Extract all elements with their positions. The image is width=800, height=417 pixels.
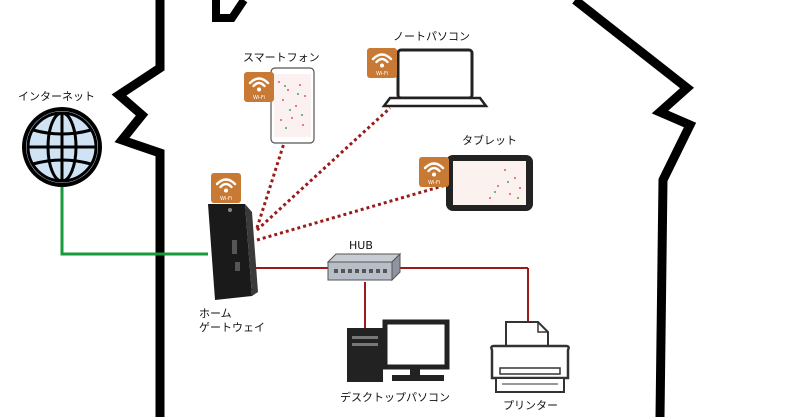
label-smartphone: スマートフォン: [243, 51, 320, 64]
wifi-badge-text: Wi-Fi: [253, 95, 265, 101]
hub-icon: [326, 252, 402, 282]
wifi-icon: [248, 77, 270, 92]
wifi-icon: [423, 162, 445, 177]
house-outline-right: [572, 0, 697, 417]
smartphone-icon: [270, 67, 315, 144]
printer-icon: [490, 321, 570, 393]
label-tablet: タブレット: [462, 134, 517, 147]
tablet-icon: [446, 155, 533, 211]
label-gateway-line2: ゲートウェイ: [199, 321, 265, 334]
label-laptop: ノートパソコン: [393, 30, 470, 43]
house-chimney-notch: [212, 0, 248, 22]
label-printer: プリンター: [503, 399, 558, 412]
wifi-badge-laptop: Wi-Fi: [367, 48, 397, 78]
wifi-icon: [215, 178, 237, 193]
wifi-badge-text: Wi-Fi: [428, 180, 440, 186]
wifi-badge-text: Wi-Fi: [220, 196, 232, 202]
label-gateway-line1: ホーム: [199, 307, 232, 320]
desktop-pc-icon: [347, 319, 450, 382]
wifi-badge-tablet: Wi-Fi: [419, 157, 449, 187]
label-hub: HUB: [349, 239, 373, 252]
home-gateway-icon: [208, 204, 258, 300]
wireless-link-laptop: [255, 106, 392, 232]
internet-globe-icon: [22, 107, 102, 187]
wifi-badge-text: Wi-Fi: [376, 71, 388, 77]
wifi-badge-gateway: Wi-Fi: [211, 173, 241, 203]
wifi-badge-smartphone: Wi-Fi: [244, 72, 274, 102]
wireless-link-tablet: [256, 183, 447, 242]
house-outline: [111, 0, 165, 417]
wifi-icon: [371, 53, 393, 68]
label-internet: インターネット: [18, 90, 95, 103]
laptop-icon: [381, 48, 489, 108]
internet-link: [60, 182, 208, 256]
label-desktop: デスクトップパソコン: [340, 391, 450, 404]
